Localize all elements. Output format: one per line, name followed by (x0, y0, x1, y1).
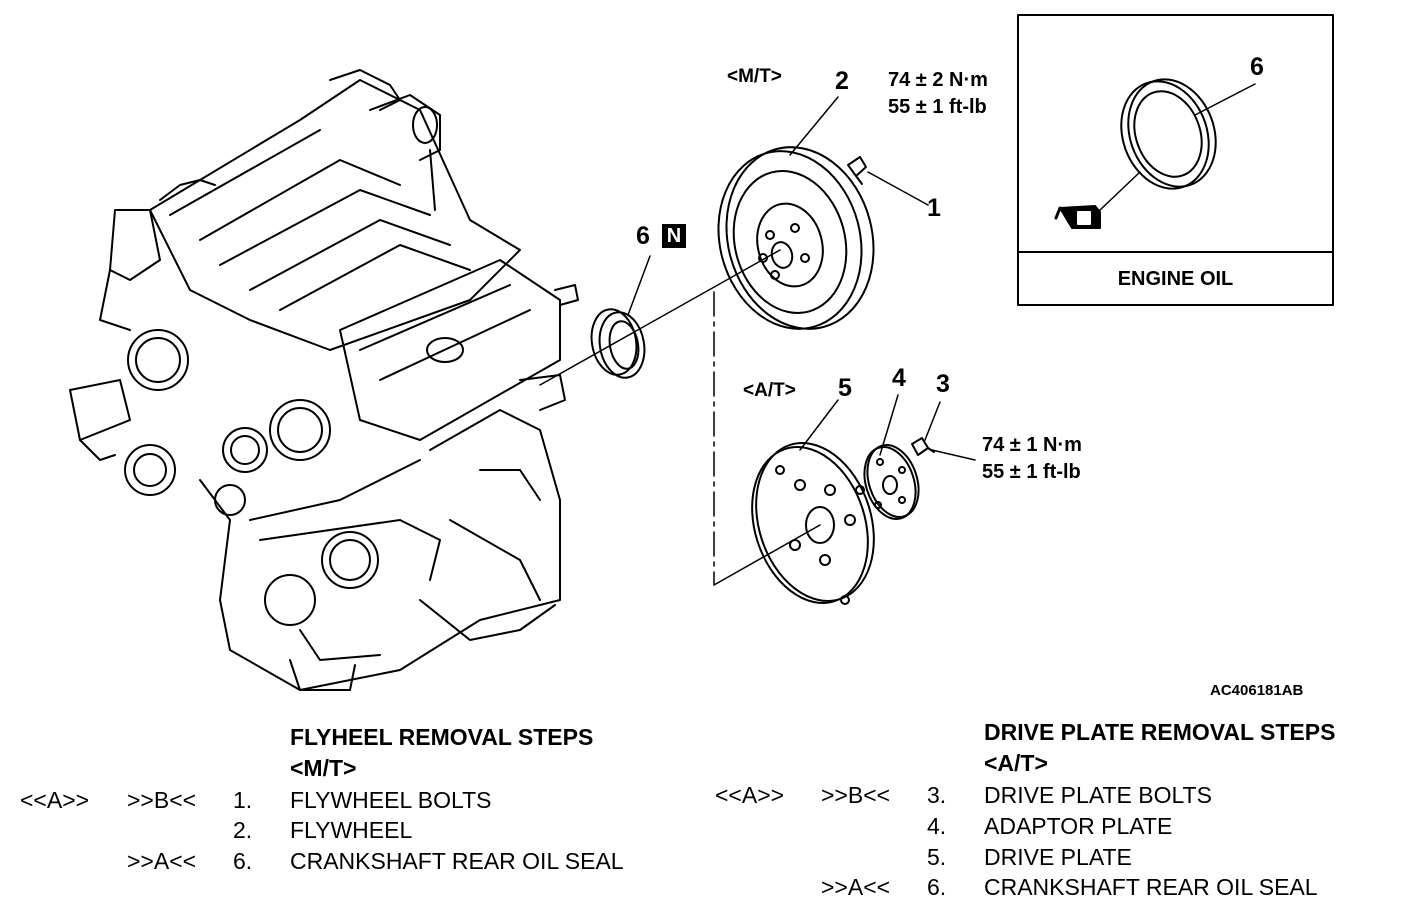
step-number: 2. (233, 817, 253, 843)
step-number: 1. (233, 787, 253, 813)
driveplate-steps-title: DRIVE PLATE REMOVAL STEPS (984, 719, 1336, 745)
step-name: ADAPTOR PLATE (984, 813, 1173, 839)
crankshaft-rear-oil-seal (590, 308, 646, 379)
flywheel-bolt (847, 156, 867, 185)
n-badge: N (662, 224, 686, 248)
at-tag: <A/T> (743, 380, 796, 401)
engine-illustration (69, 69, 579, 691)
torque-at: 74 ± 1 N·m 55 ± 1 ft-lb (982, 432, 1082, 486)
step-install-mark: >>B<< (127, 787, 197, 813)
drive-plate-bolt (911, 437, 935, 456)
step-name: CRANKSHAFT REAR OIL SEAL (290, 848, 624, 874)
callout-6: 6 (636, 222, 650, 250)
callout-1: 1 (927, 194, 941, 222)
step-number: 5. (927, 844, 947, 870)
step-number: 4. (927, 813, 947, 839)
step-removal-mark: <<A>> (715, 782, 785, 808)
step-name: CRANKSHAFT REAR OIL SEAL (984, 874, 1318, 900)
crank-axis-line (539, 249, 781, 386)
step-name: FLYWHEEL (290, 817, 413, 843)
torque-at-ftlb: 55 ± 1 ft-lb (982, 461, 1081, 483)
mt-tag: <M/T> (727, 66, 782, 87)
step-name: DRIVE PLATE (984, 844, 1132, 870)
step-number: 3. (927, 782, 947, 808)
callout-6-inset: 6 (1250, 53, 1264, 81)
step-number: 6. (927, 874, 947, 900)
torque-at-nm: 74 ± 1 N·m (982, 434, 1082, 456)
step-removal-mark: <<A>> (20, 787, 90, 813)
flywheel-steps-title: FLYHEEL REMOVAL STEPS (290, 724, 594, 750)
callout-3: 3 (936, 370, 950, 398)
step-name: DRIVE PLATE BOLTS (984, 782, 1212, 808)
flywheel (717, 146, 875, 330)
adaptor-plate (863, 444, 920, 520)
engine-oil-inset (1017, 14, 1334, 306)
engine-oil-label: ENGINE OIL (1117, 268, 1234, 290)
driveplate-steps-subtitle: <A/T> (984, 750, 1048, 776)
callout-5: 5 (838, 374, 852, 402)
step-number: 6. (233, 848, 253, 874)
torque-mt-ftlb: 55 ± 1 ft-lb (888, 96, 987, 118)
oil-can-icon (1054, 205, 1101, 229)
figure-code: AC406181AB (1210, 682, 1304, 699)
callout-2: 2 (835, 67, 849, 95)
step-install-mark: >>B<< (821, 782, 891, 808)
callout-4: 4 (892, 364, 906, 392)
torque-mt-nm: 74 ± 2 N·m (888, 69, 988, 91)
torque-mt: 74 ± 2 N·m 55 ± 1 ft-lb (888, 67, 988, 121)
step-name: FLYWHEEL BOLTS (290, 787, 492, 813)
step-install-mark: >>A<< (127, 848, 197, 874)
flywheel-steps-subtitle: <M/T> (290, 755, 357, 781)
step-install-mark: >>A<< (821, 874, 891, 900)
drive-plate (751, 442, 875, 605)
